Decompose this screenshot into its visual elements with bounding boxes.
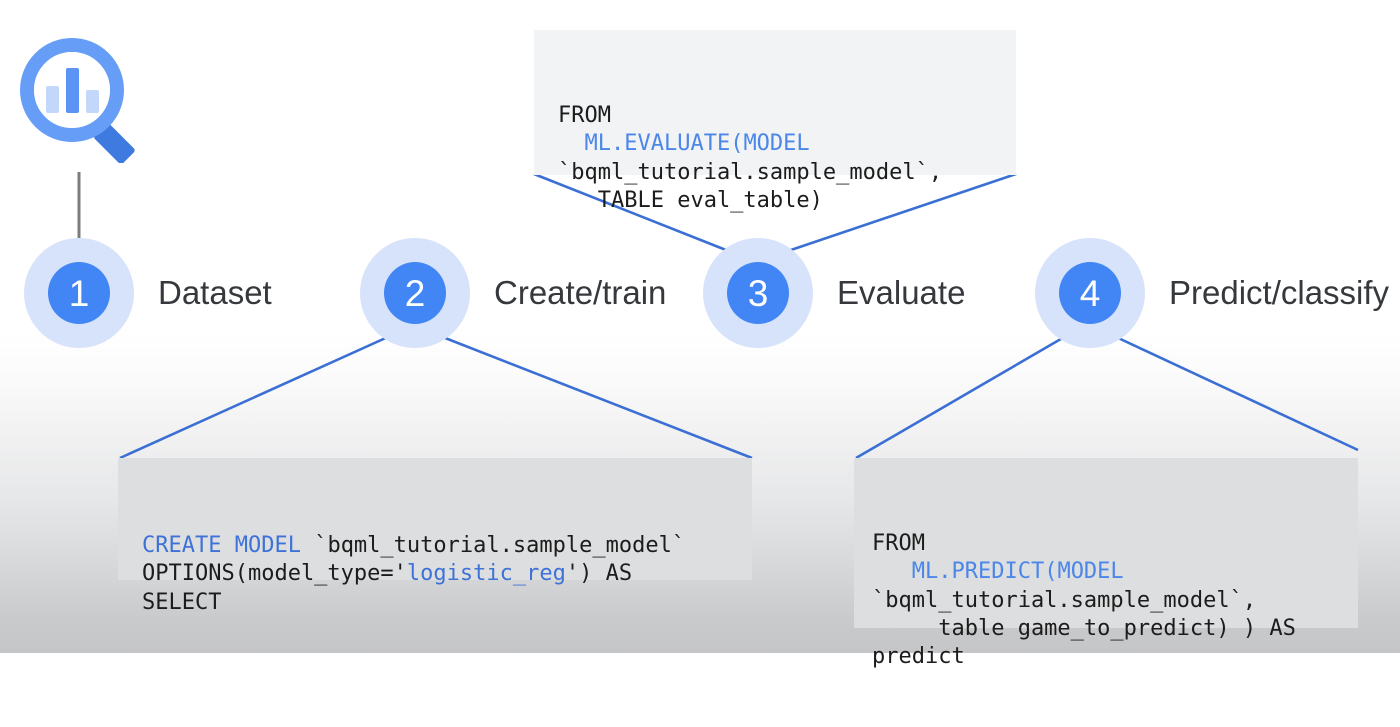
code-token: OPTIONS(model_type=' — [142, 561, 407, 587]
step-node-1[interactable]: 1 Dataset — [24, 238, 272, 348]
step-3-number: 3 — [727, 262, 789, 324]
code-line: SELECT — [142, 589, 752, 617]
code-token: CREATE MODEL — [142, 533, 301, 559]
code-line: FROM — [872, 530, 1358, 558]
evaluate-code-card: FROM ML.EVALUATE(MODEL`bqml_tutorial.sam… — [534, 30, 1016, 213]
create-train-code-card: CREATE MODEL `bqml_tutorial.sample_model… — [118, 458, 752, 615]
code-token: FROM — [558, 103, 611, 129]
code-line: `bqml_tutorial.sample_model`, — [872, 587, 1358, 615]
step-1-halo: 1 — [24, 238, 134, 348]
code-lines: FROM ML.EVALUATE(MODEL`bqml_tutorial.sam… — [558, 102, 1016, 215]
step-3-halo: 3 — [703, 238, 813, 348]
step-4-halo: 4 — [1035, 238, 1145, 348]
code-line: `bqml_tutorial.sample_model`, — [558, 159, 1016, 187]
step-4-number: 4 — [1059, 262, 1121, 324]
bigquery-logo — [20, 38, 145, 164]
predict-code-card: FROM ML.PREDICT(MODEL`bqml_tutorial.samp… — [854, 458, 1358, 669]
magnifier-handle-icon — [94, 123, 135, 164]
code-token: ') AS — [565, 561, 633, 587]
magnifier-ring-icon — [20, 38, 124, 142]
step-2-number: 2 — [384, 262, 446, 324]
wire-predict-right — [1113, 334, 1359, 452]
code-lines: CREATE MODEL `bqml_tutorial.sample_model… — [142, 532, 752, 616]
step-node-4[interactable]: 4 Predict/classify — [1035, 238, 1389, 348]
code-line: CREATE MODEL `bqml_tutorial.sample_model… — [142, 532, 752, 560]
code-line: FROM — [558, 102, 1016, 130]
step-node-2[interactable]: 2 Create/train — [360, 238, 666, 348]
code-token — [558, 131, 585, 156]
code-line: OPTIONS(model_type='logistic_reg') AS — [142, 560, 752, 588]
wire-create-right — [439, 334, 753, 460]
wire-evaluate-right — [784, 172, 1017, 254]
code-token: predict — [872, 643, 965, 669]
wire-evaluate-left — [533, 172, 732, 254]
step-1-number: 1 — [48, 262, 110, 324]
code-lines: FROM ML.PREDICT(MODEL`bqml_tutorial.samp… — [872, 530, 1358, 671]
diagram-canvas: 1 Dataset 2 Create/train 3 Evaluate 4 Pr… — [0, 0, 1400, 669]
step-2-halo: 2 — [360, 238, 470, 348]
step-4-label: Predict/classify — [1169, 274, 1390, 311]
step-2-label: Create/train — [494, 274, 667, 311]
wire-create-left — [119, 334, 391, 460]
step-3-label: Evaluate — [837, 274, 966, 311]
wire-predict-left — [855, 334, 1067, 460]
code-line: TABLE eval_table) — [558, 187, 1016, 215]
code-token: ML.EVALUATE(MODEL — [584, 131, 810, 157]
code-line: ML.PREDICT(MODEL — [872, 558, 1358, 586]
code-token: SELECT — [142, 589, 222, 615]
code-line: ML.EVALUATE(MODEL — [558, 130, 1016, 158]
step-1-label: Dataset — [158, 274, 272, 311]
code-token: logistic_reg — [406, 561, 566, 587]
code-line: predict — [872, 643, 1358, 671]
code-token: `bqml_tutorial.sample_model`, — [872, 587, 1257, 613]
code-token: `bqml_tutorial.sample_model` — [300, 533, 686, 559]
code-token: ML.PREDICT(MODEL — [911, 559, 1124, 585]
bar-chart-icon — [46, 68, 99, 113]
connector-lines — [77, 172, 1359, 460]
code-token: FROM — [872, 531, 925, 557]
code-token: TABLE eval_table) — [558, 187, 823, 213]
code-line: table game_to_predict) ) AS — [872, 615, 1358, 643]
code-token: `bqml_tutorial.sample_model`, — [558, 159, 943, 185]
code-token: table game_to_predict) ) AS — [872, 615, 1296, 641]
step-node-3[interactable]: 3 Evaluate — [703, 238, 965, 348]
code-token — [872, 559, 912, 584]
